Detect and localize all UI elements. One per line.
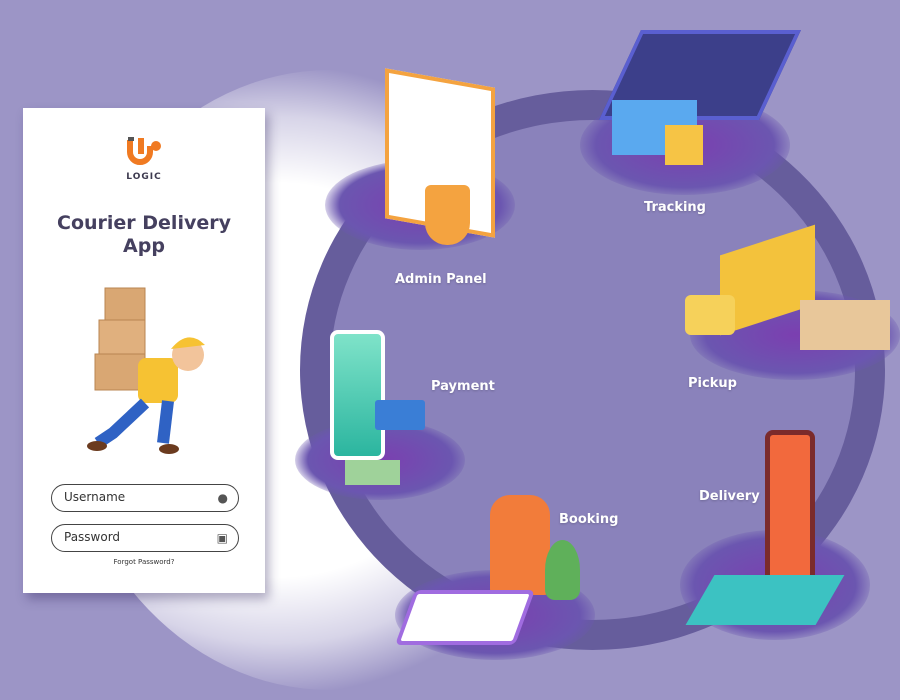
booking-person-icon [490, 495, 550, 595]
stage-label-tracking: Tracking [644, 200, 706, 215]
stage-label-booking: Booking [559, 512, 619, 527]
login-screen-card: LOGIC Courier Delivery App Username ● Pa… [23, 108, 265, 593]
username-input[interactable]: Username ● [51, 484, 239, 512]
credit-card-icon [375, 400, 425, 430]
logo-text: LOGIC [126, 172, 162, 182]
van-cab [685, 295, 735, 335]
booking-phone-icon [394, 590, 536, 645]
password-input[interactable]: Password ▣ [51, 524, 239, 552]
truck-cab [665, 125, 703, 165]
logic-logo-icon [127, 137, 161, 165]
cash-icon [345, 460, 400, 485]
pallets-icon [800, 300, 890, 350]
courier-carrying-boxes-illustration [87, 287, 205, 454]
forgot-password-link[interactable]: Forgot Password? [113, 558, 175, 566]
user-icon: ● [217, 491, 228, 505]
stage-label-delivery: Delivery [699, 489, 760, 504]
password-placeholder: Password [64, 530, 121, 544]
stage-label-payment: Payment [431, 379, 495, 394]
stage-label-pickup: Pickup [688, 376, 737, 391]
app-title-line1: Courier Delivery [57, 212, 231, 234]
plant-icon [545, 540, 580, 600]
app-title: Courier Delivery App [23, 212, 265, 258]
username-placeholder: Username [64, 490, 126, 504]
app-title-line2: App [123, 235, 165, 257]
shield-icon [425, 185, 470, 245]
stage-label-admin-panel: Admin Panel [395, 272, 487, 287]
payment-phone-icon [330, 330, 385, 460]
lock-icon: ▣ [216, 531, 228, 545]
